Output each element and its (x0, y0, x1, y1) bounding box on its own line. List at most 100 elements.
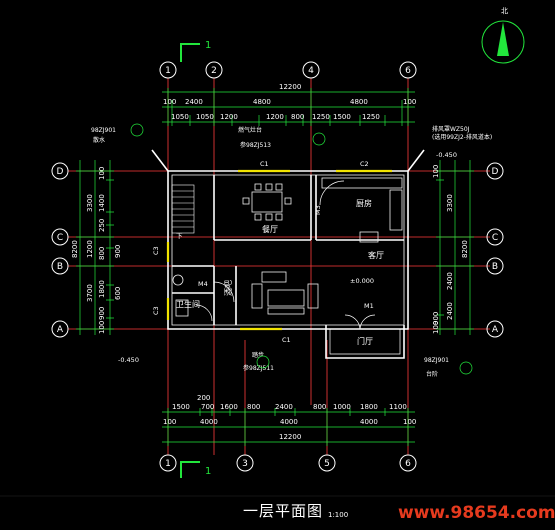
svg-text:2400: 2400 (185, 98, 203, 106)
svg-text:A: A (57, 325, 64, 335)
svg-text:-0.450: -0.450 (436, 151, 457, 159)
svg-text:1500: 1500 (172, 403, 190, 411)
svg-text:4000: 4000 (200, 418, 218, 426)
svg-text:900: 900 (432, 312, 440, 325)
svg-text:C1: C1 (260, 160, 269, 168)
svg-text:C1: C1 (282, 336, 291, 344)
svg-text:1: 1 (165, 66, 171, 76)
svg-text:900: 900 (98, 307, 106, 320)
svg-text:8200: 8200 (461, 240, 469, 258)
svg-text:2: 2 (211, 66, 217, 76)
svg-text:台阶: 台阶 (426, 370, 438, 378)
section-marks (180, 43, 200, 478)
svg-text:3300: 3300 (446, 194, 454, 212)
windows (166, 169, 392, 331)
svg-text:1200: 1200 (266, 113, 284, 121)
walls (151, 149, 425, 359)
svg-text:排风罩WZ50J: 排风罩WZ50J (432, 125, 470, 133)
svg-text:3700: 3700 (86, 284, 94, 302)
svg-text:A: A (492, 325, 499, 335)
svg-text:1250: 1250 (312, 113, 330, 121)
stair (171, 184, 195, 234)
svg-text:4000: 4000 (360, 418, 378, 426)
room-dining: 餐厅 (262, 225, 278, 234)
doors (195, 180, 376, 330)
opening-tags: C1 C2 C3 C3 C1 M1 M3 M4 (152, 160, 374, 344)
svg-text:4800: 4800 (253, 98, 271, 106)
svg-text:1800: 1800 (98, 280, 106, 298)
svg-text:100: 100 (98, 167, 106, 180)
svg-text:M3: M3 (314, 205, 322, 215)
svg-text:4: 4 (308, 66, 314, 76)
svg-text:800: 800 (291, 113, 304, 121)
drawing-title: 一层平面图 (243, 502, 324, 520)
svg-text:900: 900 (114, 245, 122, 258)
room-living: 客厅 (368, 250, 384, 260)
svg-text:1200: 1200 (86, 240, 94, 258)
dim-bottom-total: 12200 (279, 433, 301, 441)
svg-text:参98ZJ513: 参98ZJ513 (240, 141, 271, 149)
svg-text:C: C (57, 233, 63, 243)
svg-text:3300: 3300 (86, 194, 94, 212)
svg-text:燃气灶台: 燃气灶台 (238, 126, 262, 134)
svg-text:踏步: 踏步 (252, 351, 264, 359)
drawing-scale: 1:100 (328, 511, 349, 519)
svg-text:散水: 散水 (93, 136, 105, 144)
svg-text:100: 100 (403, 98, 416, 106)
room-labels: 餐厅 厨房 客厅 卫生间 酒吧 门厅 (176, 198, 384, 346)
svg-text:(选用99ZJ2-排风道本): (选用99ZJ2-排风道本) (432, 133, 492, 141)
svg-text:800: 800 (98, 247, 106, 260)
svg-text:98ZJ901: 98ZJ901 (424, 357, 449, 364)
svg-text:100: 100 (98, 321, 106, 334)
section-mark-top: 1 (205, 40, 211, 51)
svg-text:1050: 1050 (171, 113, 189, 121)
svg-text:1200: 1200 (220, 113, 238, 121)
svg-text:1050: 1050 (196, 113, 214, 121)
svg-text:2400: 2400 (275, 403, 293, 411)
notes: 98ZJ901 散水 燃气灶台 参98ZJ513 排风罩WZ50J (选用99Z… (91, 125, 492, 378)
sofa-set-icon (251, 271, 319, 315)
svg-text:±0.000: ±0.000 (350, 277, 374, 285)
svg-text:1400: 1400 (98, 194, 106, 212)
svg-text:D: D (492, 167, 499, 177)
axis-labels: 1 2 4 6 1 3 5 6 D C B A D C B A (57, 66, 499, 469)
watermark: www.98654.com (398, 503, 555, 523)
kitchen-counter (321, 177, 403, 243)
svg-text:5: 5 (324, 459, 330, 469)
svg-text:100: 100 (403, 418, 416, 426)
section-mark-bottom: 1 (205, 466, 211, 477)
room-bathroom: 卫生间 (176, 299, 200, 309)
svg-text:下: 下 (176, 232, 183, 240)
room-kitchen: 厨房 (356, 198, 372, 208)
svg-text:2400: 2400 (446, 302, 454, 320)
svg-text:1: 1 (165, 459, 171, 469)
svg-text:8200: 8200 (71, 240, 79, 258)
detail-callouts (130, 123, 473, 375)
dimension-text: 12200 100 2400 4800 4800 100 1050 1050 1… (163, 83, 416, 441)
svg-text:C3: C3 (152, 306, 160, 315)
svg-text:4000: 4000 (280, 418, 298, 426)
svg-text:B: B (492, 262, 498, 272)
dimension-text-vertical: 8200 3300 3700 1200 100 1400 250 800 900… (71, 165, 469, 334)
dim-top-total: 12200 (279, 83, 301, 91)
svg-text:800: 800 (247, 403, 260, 411)
svg-text:1500: 1500 (333, 113, 351, 121)
svg-text:1000: 1000 (333, 403, 351, 411)
svg-text:6: 6 (405, 66, 411, 76)
svg-text:B: B (57, 262, 63, 272)
svg-text:C2: C2 (360, 160, 369, 168)
svg-text:250: 250 (98, 219, 106, 232)
svg-text:M4: M4 (198, 280, 208, 288)
svg-text:700: 700 (201, 403, 214, 411)
svg-text:C3: C3 (152, 246, 160, 255)
svg-text:C: C (492, 233, 498, 243)
svg-text:1600: 1600 (220, 403, 238, 411)
dimension-lines (76, 88, 474, 446)
level-marks: ±0.000 -0.450 -0.450 下 (118, 151, 457, 364)
dining-table-icon (242, 183, 292, 221)
svg-text:100: 100 (432, 165, 440, 178)
svg-text:100: 100 (163, 98, 176, 106)
north-label: 北 (501, 7, 508, 15)
svg-text:6: 6 (405, 459, 411, 469)
